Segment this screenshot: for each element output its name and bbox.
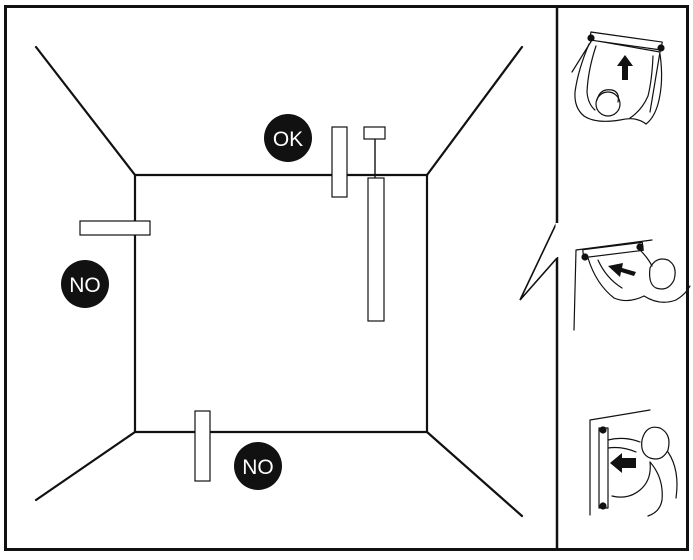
room-perspective (34, 45, 524, 518)
floor-corner-left (34, 430, 137, 502)
suspension-mount (363, 126, 386, 140)
fixture-left-wall-horizontal (79, 220, 151, 236)
badge-ok-label: OK (273, 128, 303, 151)
fixture-ceiling-vertical (331, 126, 348, 198)
floor-corner-right (425, 430, 524, 518)
fixture-suspended-vertical (367, 177, 385, 322)
badge-no-left: NO (61, 260, 109, 308)
step-vertical-install (589, 409, 678, 517)
badge-no-bottom: NO (234, 442, 282, 490)
badge-no-bottom-label: NO (242, 456, 274, 479)
slide-left-arrow-icon (610, 453, 636, 473)
push-in-arrow-icon (608, 263, 636, 277)
badge-no-left-label: NO (69, 274, 101, 297)
callout-pointer (519, 221, 558, 301)
step-wall-install (573, 239, 691, 331)
lift-up-arrow-icon (617, 55, 633, 80)
fixtures (79, 126, 386, 482)
step-ceiling-install (571, 31, 665, 125)
badge-ok: OK (264, 114, 312, 162)
ceiling-corner-right (425, 45, 524, 177)
fixture-floor-vertical (194, 410, 211, 482)
ceiling-corner-left (34, 45, 137, 177)
outer-frame (4, 5, 689, 551)
